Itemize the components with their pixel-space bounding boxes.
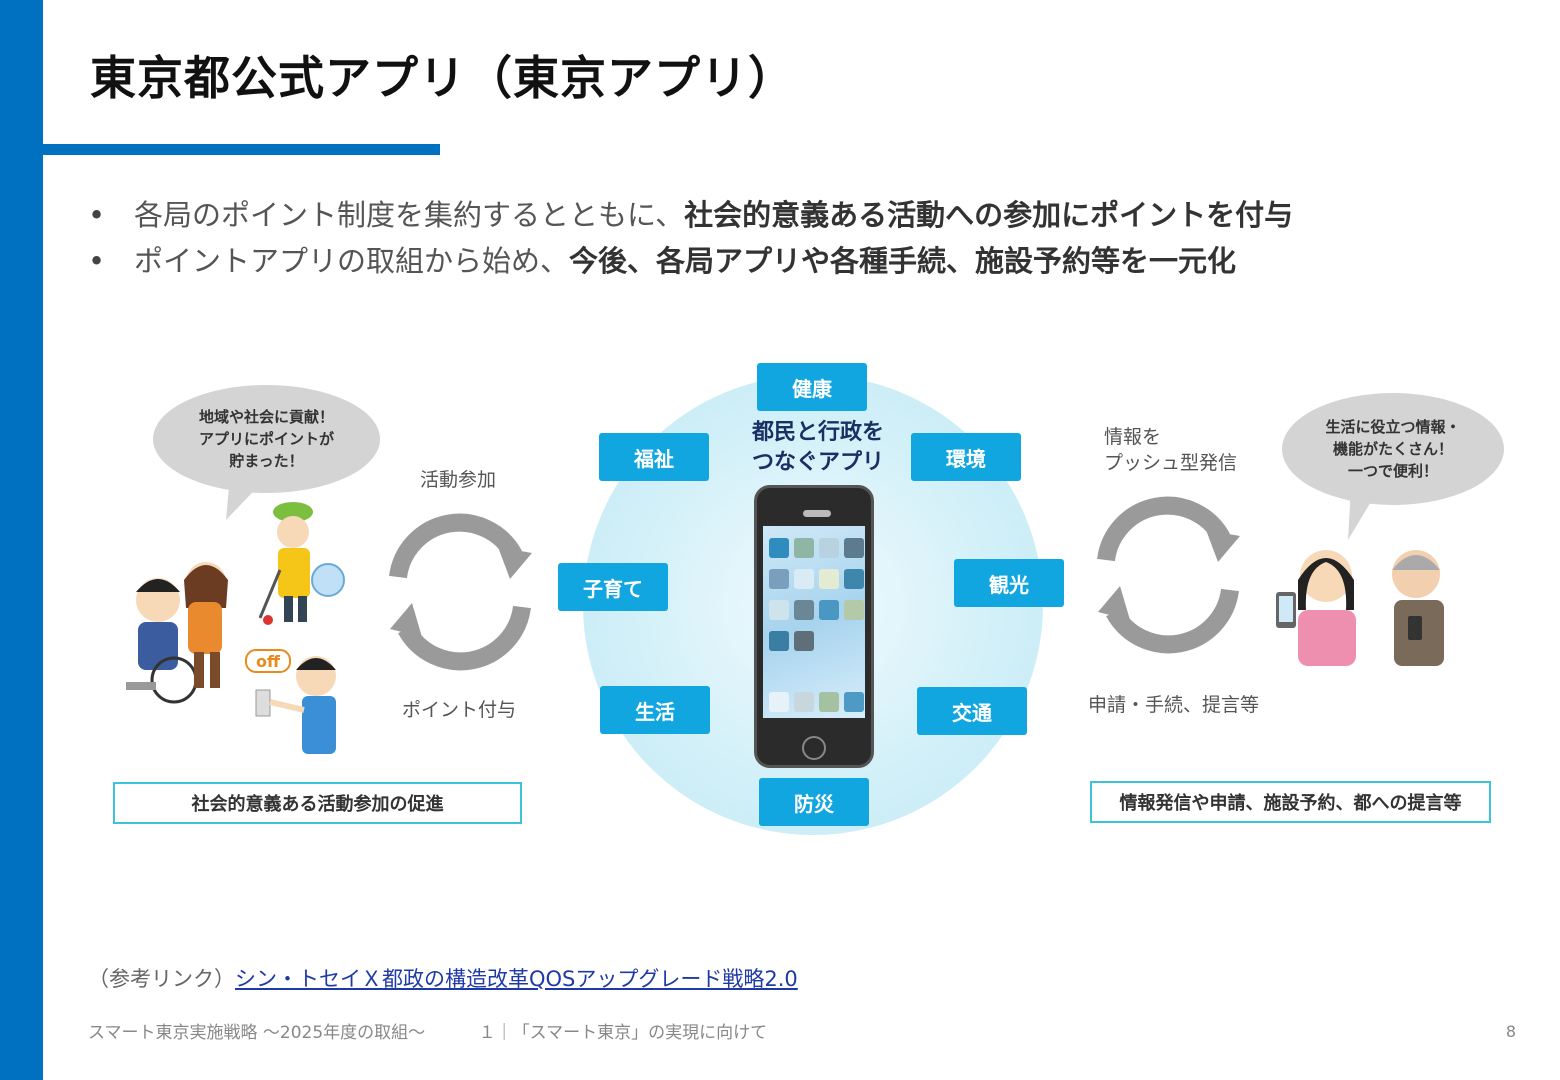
app-icon	[819, 692, 839, 712]
center-title: 都民と行政を つなぐアプリ	[738, 418, 898, 478]
reference-link[interactable]: シン・トセイＸ都政の構造改革QOSアップグレード戦略2.0	[235, 967, 798, 991]
app-icon	[844, 569, 864, 589]
app-icon	[794, 631, 814, 651]
right-cycle-arrows	[1097, 496, 1240, 654]
chip-disaster: 防災	[759, 778, 869, 826]
bullet-2-text: ポイントアプリの取組から始め、	[134, 244, 570, 278]
left-bubble-line2: アプリにポイントが	[198, 430, 334, 448]
app-users-illustration	[1276, 550, 1444, 666]
bullet-1-bold: 社会的意義ある活動への参加にポイントを付与	[684, 198, 1294, 232]
footer-doc-title: スマート東京実施戦略 ～2025年度の取組～	[88, 1023, 426, 1043]
right-cycle-top-line2: プッシュ型発信	[1104, 452, 1238, 474]
app-icon	[819, 600, 839, 620]
app-icon	[794, 600, 814, 620]
app-icon	[844, 600, 864, 620]
page-number: 8	[1505, 1022, 1516, 1041]
app-icon	[769, 692, 789, 712]
off-sign-label: off	[256, 652, 280, 671]
left-bubble-line1: 地域や社会に貢献！	[198, 408, 334, 426]
left-accent-bar	[0, 0, 43, 1080]
bullet-1-text: 各局のポイント制度を集約するとともに、	[134, 198, 685, 232]
app-icon	[844, 538, 864, 558]
center-title-line1: 都民と行政を	[751, 420, 884, 445]
center-title-line2: つなぐアプリ	[751, 450, 884, 475]
app-icon	[794, 538, 814, 558]
bullet-2-bold: 今後、各局アプリや各種手続、施設予約等を一元化	[569, 244, 1237, 278]
footer-section: １｜「スマート東京」の実現に向けて	[478, 1023, 768, 1043]
right-summary-box: 情報発信や申請、施設予約、都への提言等	[1090, 781, 1491, 823]
phone-home-button	[802, 736, 826, 760]
app-icon	[794, 569, 814, 589]
reference-prefix: （参考リンク）	[88, 967, 235, 991]
footer: スマート東京実施戦略 ～2025年度の取組～ １｜「スマート東京」の実現に向けて	[88, 1018, 767, 1043]
left-speech-bubble: 地域や社会に貢献！ アプリにポイントが 貯まった！	[153, 385, 380, 493]
page-title: 東京都公式アプリ（東京アプリ）	[90, 51, 795, 105]
right-speech-bubble: 生活に役立つ情報・ 機能がたくさん！ 一つで便利！	[1282, 393, 1504, 505]
app-icon	[819, 569, 839, 589]
left-summary-box: 社会的意義ある活動参加の促進	[113, 782, 522, 824]
volunteer-people-illustration	[126, 502, 345, 754]
chip-health: 健康	[757, 363, 867, 411]
bullet-list: • 各局のポイント制度を集約するとともに、社会的意義ある活動への参加にポイントを…	[88, 192, 1508, 284]
right-bubble-line1: 生活に役立つ情報・	[1325, 418, 1461, 436]
phone-screen	[763, 526, 865, 718]
app-icon	[769, 538, 789, 558]
right-cycle-top-line1: 情報を	[1104, 426, 1162, 448]
phone-speaker	[803, 510, 831, 517]
app-icon	[769, 631, 789, 651]
chip-welfare: 福祉	[599, 433, 709, 481]
smartphone-illustration	[754, 485, 874, 768]
title-underline	[43, 144, 440, 155]
bullet-marker: •	[88, 244, 106, 278]
right-cycle-top-label: 情報を プッシュ型発信	[1104, 424, 1237, 476]
left-cycle-bottom-label: ポイント付与	[402, 699, 517, 721]
chip-childcare: 子育て	[558, 563, 668, 611]
left-cycle-top-label: 活動参加	[420, 469, 497, 491]
right-cycle-bottom-label: 申請・手続、提言等	[1088, 694, 1260, 716]
chip-living: 生活	[600, 686, 710, 734]
chip-transport: 交通	[917, 687, 1027, 735]
chip-environment: 環境	[911, 433, 1021, 481]
chip-tourism: 観光	[954, 559, 1064, 607]
left-bubble-line3: 貯まった！	[229, 452, 304, 470]
app-icon	[794, 692, 814, 712]
reference-link-line: （参考リンク）シン・トセイＸ都政の構造改革QOSアップグレード戦略2.0	[88, 963, 798, 993]
bullet-marker: •	[88, 198, 106, 232]
bullet-item-2: • ポイントアプリの取組から始め、今後、各局アプリや各種手続、施設予約等を一元化	[88, 238, 1508, 284]
app-icon	[769, 600, 789, 620]
app-icon	[819, 538, 839, 558]
app-icon	[844, 692, 864, 712]
left-cycle-arrows	[389, 513, 532, 671]
right-bubble-line2: 機能がたくさん！	[1332, 440, 1453, 458]
bullet-item-1: • 各局のポイント制度を集約するとともに、社会的意義ある活動への参加にポイントを…	[88, 192, 1508, 238]
right-bubble-line3: 一つで便利！	[1347, 462, 1438, 480]
app-icon	[769, 569, 789, 589]
